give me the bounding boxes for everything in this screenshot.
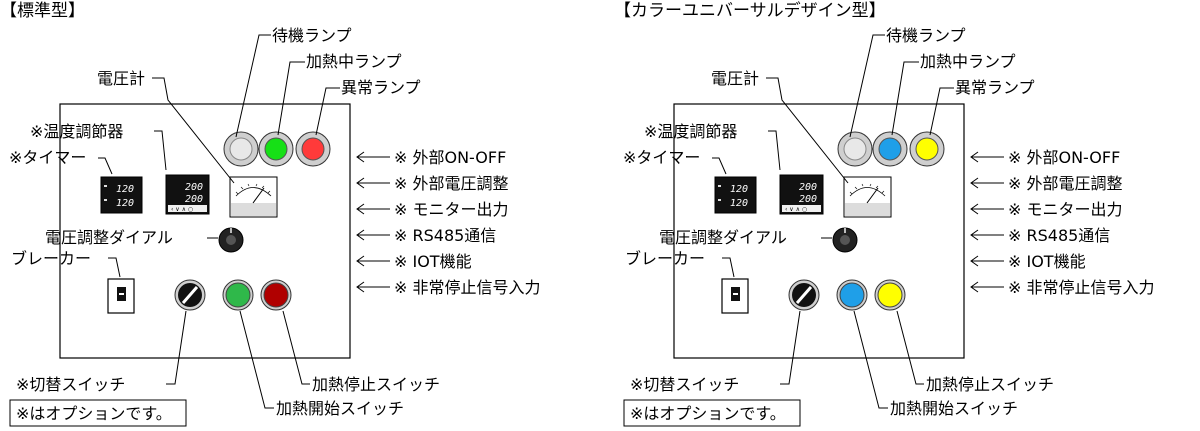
label-voltmeter: 電圧計 (97, 69, 145, 88)
label-timer: ※タイマー (9, 148, 86, 167)
control-panel-box (673, 103, 965, 359)
standby-lamp (837, 131, 873, 167)
label-breaker: ブレーカー (625, 249, 705, 268)
label-voltmeter: 電圧計 (711, 69, 759, 88)
label-heat-stop-switch: 加熱停止スイッチ (926, 375, 1054, 394)
option-arrows (356, 151, 390, 293)
breaker (107, 278, 135, 314)
label-heat-start-switch: 加熱開始スイッチ (276, 399, 404, 418)
label-selector-switch: ※切替スイッチ (630, 375, 739, 394)
option-note-box (9, 399, 187, 427)
heat-stop-switch (874, 279, 906, 311)
control-panel-box (59, 103, 351, 359)
label-heating-lamp: 加熱中ランプ (306, 52, 402, 71)
timer-display: 120 120 (714, 176, 757, 214)
label-standby-lamp: 待機ランプ (886, 26, 966, 45)
svg-text:120: 120 (116, 184, 134, 195)
selector-switch (788, 279, 820, 311)
leader-lines (712, 34, 954, 409)
label-temp-controller: ※温度調節器 (644, 122, 737, 141)
svg-text:120: 120 (116, 198, 134, 209)
label-voltage-dial: 電圧調整ダイアル (45, 228, 173, 247)
option-note: ※はオプションです。 (16, 404, 172, 423)
panel-title: 【カラーユニバーサルデザイン型】 (614, 0, 886, 21)
option-item: ※ 非常停止信号入力 (1008, 278, 1155, 297)
voltage-dial (218, 227, 244, 253)
voltmeter (843, 176, 892, 218)
heat-start-switch (222, 279, 254, 311)
svg-text:‹ ∨ ∧ ○: ‹ ∨ ∧ ○ (171, 206, 193, 213)
label-temp-controller: ※温度調節器 (30, 122, 123, 141)
heating-lamp (258, 131, 294, 167)
option-item: ※ RS485通信 (1008, 226, 1110, 245)
svg-text:‹ ∨ ∧ ○: ‹ ∨ ∧ ○ (785, 206, 807, 213)
standard-panel: 【標準型】 120 120 (0, 1, 541, 427)
label-breaker: ブレーカー (11, 249, 91, 268)
voltmeter (229, 176, 278, 218)
label-abnormal-lamp: 異常ランプ (341, 78, 421, 97)
label-heating-lamp: 加熱中ランプ (920, 52, 1016, 71)
label-standby-lamp: 待機ランプ (272, 26, 352, 45)
heating-lamp (872, 131, 908, 167)
option-item: ※ 非常停止信号入力 (394, 278, 541, 297)
standby-lamp (223, 131, 259, 167)
panel-title: 【標準型】 (0, 1, 85, 21)
leader-lines (98, 34, 340, 409)
temperature-controller-display: 200 200 ‹ ∨ ∧ ○ (779, 174, 824, 215)
abnormal-lamp (295, 131, 331, 167)
option-item: ※ 外部電圧調整 (1008, 174, 1123, 193)
temperature-controller-display: 200 200 ‹ ∨ ∧ ○ (165, 174, 210, 215)
option-item: ※ モニター出力 (1008, 200, 1123, 219)
voltage-dial (832, 227, 858, 253)
svg-text:120: 120 (730, 184, 748, 195)
label-voltage-dial: 電圧調整ダイアル (659, 228, 787, 247)
option-item: ※ モニター出力 (394, 200, 509, 219)
option-item: ※ IOT機能 (1008, 252, 1086, 271)
svg-text:120: 120 (730, 198, 748, 209)
option-item: ※ IOT機能 (394, 252, 472, 271)
label-heat-start-switch: 加熱開始スイッチ (890, 399, 1018, 418)
timer-display: 120 120 (100, 176, 143, 214)
breaker (721, 278, 749, 314)
svg-text:200: 200 (185, 182, 203, 193)
option-item: ※ 外部ON-OFF (394, 148, 506, 167)
svg-text:200: 200 (185, 194, 203, 205)
abnormal-lamp (909, 131, 945, 167)
option-note-box (623, 399, 801, 427)
color-universal-panel: 【カラーユニバーサルデザイン型】 120 120 (614, 0, 1155, 427)
heat-start-switch (836, 279, 868, 311)
label-selector-switch: ※切替スイッチ (16, 375, 125, 394)
option-note: ※はオプションです。 (630, 404, 786, 423)
selector-switch (174, 279, 206, 311)
svg-text:200: 200 (799, 194, 817, 205)
option-item: ※ RS485通信 (394, 226, 496, 245)
option-arrows (970, 151, 1004, 293)
heat-stop-switch (260, 279, 292, 311)
svg-text:200: 200 (799, 182, 817, 193)
option-item: ※ 外部ON-OFF (1008, 148, 1120, 167)
label-timer: ※タイマー (623, 148, 700, 167)
option-item: ※ 外部電圧調整 (394, 174, 509, 193)
label-heat-stop-switch: 加熱停止スイッチ (312, 375, 440, 394)
label-abnormal-lamp: 異常ランプ (955, 78, 1035, 97)
